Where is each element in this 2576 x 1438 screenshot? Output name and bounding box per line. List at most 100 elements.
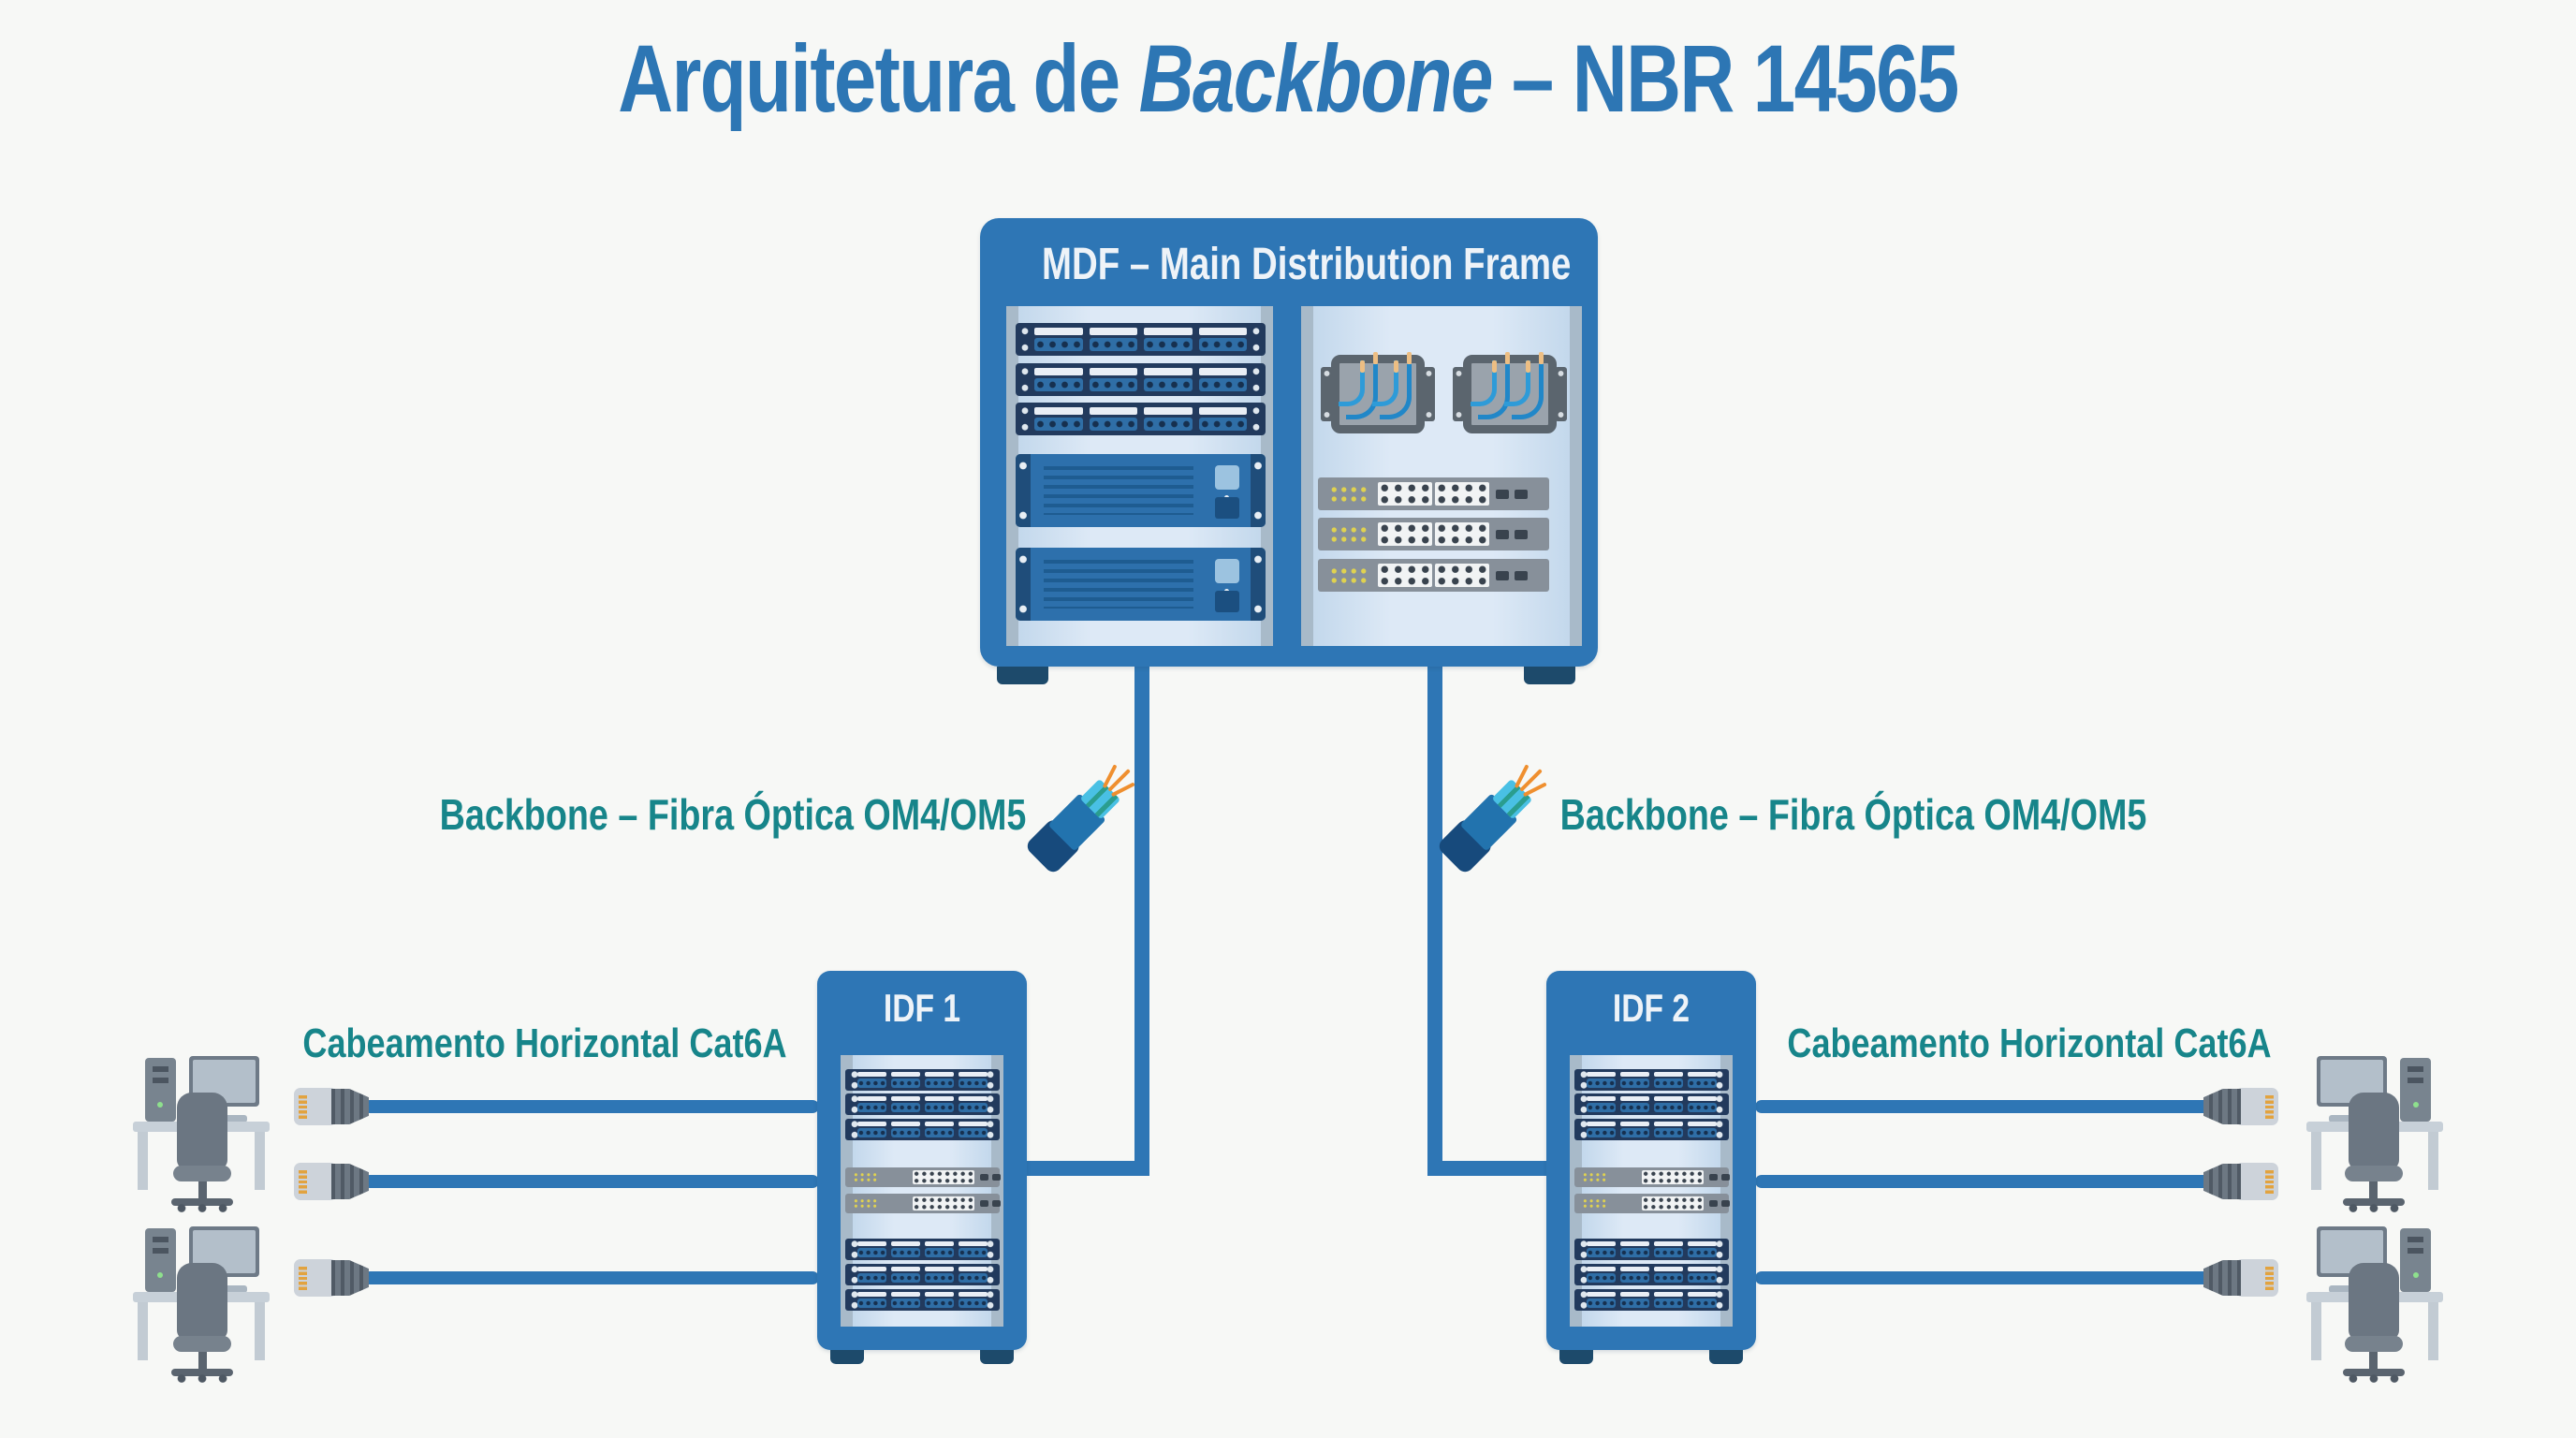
- patch-panel: [1574, 1264, 1729, 1285]
- leds: [853, 1172, 878, 1182]
- i-deco: [1587, 1292, 1616, 1308]
- sfp: [1496, 530, 1509, 539]
- i-deco: [959, 1267, 988, 1283]
- i-deco: [1090, 328, 1138, 351]
- i-deco: [1620, 1122, 1649, 1137]
- chair-base: [171, 1198, 233, 1213]
- backbone-line-left-vertical: [1134, 663, 1149, 1176]
- network-switch: [1574, 1194, 1729, 1213]
- workstation: [2305, 1056, 2445, 1217]
- leds: [1329, 485, 1368, 504]
- i-deco: [1654, 1096, 1683, 1112]
- i-deco: [959, 1096, 988, 1112]
- horizontal-cabling-label-right: Cabeamento Horizontal Cat6A: [1787, 1020, 2272, 1066]
- sfp: [1496, 571, 1509, 580]
- sfp: [980, 1174, 988, 1181]
- i-deco: [1688, 1241, 1717, 1257]
- backbone-line-right-horizontal: [1427, 1161, 1546, 1176]
- workstation: [2305, 1226, 2445, 1387]
- tower: [2400, 1058, 2431, 1122]
- i-deco: [1587, 1122, 1616, 1137]
- i-deco: [857, 1292, 886, 1308]
- idf2-rack-title: IDF 2: [1612, 986, 1690, 1030]
- i-deco: [1090, 407, 1138, 431]
- server-unit: [1016, 454, 1266, 527]
- i-deco: [1654, 1122, 1683, 1137]
- i-deco: [891, 1267, 920, 1283]
- idf1-rack: IDF 1: [817, 971, 1027, 1364]
- ports: [1642, 1196, 1704, 1211]
- i-deco: [891, 1292, 920, 1308]
- leds: [1582, 1172, 1607, 1182]
- mdf-rack-title: MDF – Main Distribution Frame: [1042, 240, 1572, 289]
- plug-boot: [331, 1164, 369, 1199]
- ports: [1642, 1170, 1704, 1184]
- horizontal-cable: [1755, 1100, 2211, 1113]
- leds: [1329, 525, 1368, 544]
- ports: [913, 1196, 974, 1211]
- i-deco: [925, 1241, 954, 1257]
- title-prefix: Arquitetura de: [618, 25, 1139, 132]
- i-deco: [857, 1241, 886, 1257]
- i-deco: [857, 1122, 886, 1137]
- i-deco: [891, 1122, 920, 1137]
- i-deco: [857, 1096, 886, 1112]
- i-deco: [925, 1292, 954, 1308]
- backbone-line-right-vertical: [1427, 663, 1442, 1176]
- plug-body: [2235, 1163, 2278, 1200]
- backbone-label-left: Backbone – Fibra Óptica OM4/OM5: [439, 790, 1027, 839]
- leds: [1582, 1198, 1607, 1209]
- rack-foot: [830, 1350, 864, 1364]
- idf1-bay: [841, 1055, 1003, 1327]
- ports: [1435, 482, 1489, 506]
- rj45-connector-icon: [294, 1163, 369, 1200]
- chair: [2349, 1093, 2399, 1169]
- btn-dark: [1215, 497, 1239, 519]
- ports: [1378, 564, 1432, 587]
- i-deco: [891, 1096, 920, 1112]
- ports: [913, 1170, 974, 1184]
- btn-dark: [1215, 591, 1239, 612]
- horizontal-cable: [1755, 1271, 2211, 1284]
- plug-body: [294, 1259, 337, 1297]
- rj45-connector-icon: [2203, 1088, 2278, 1125]
- patch-panel: [1574, 1289, 1729, 1311]
- i-deco: [1688, 1072, 1717, 1088]
- horizontal-cable: [1755, 1175, 2211, 1188]
- i-deco: [1034, 407, 1083, 431]
- tower: [2400, 1228, 2431, 1292]
- horizontal-cable: [363, 1100, 819, 1113]
- chair-base: [171, 1369, 233, 1384]
- i-deco: [1034, 328, 1083, 351]
- ports: [1435, 522, 1489, 546]
- patch-panel: [1574, 1069, 1729, 1091]
- chair-base: [2343, 1198, 2405, 1206]
- leds: [1329, 566, 1368, 585]
- tower: [145, 1228, 176, 1292]
- server-unit: [1016, 548, 1266, 621]
- plug-boot: [2203, 1260, 2241, 1296]
- i-deco: [925, 1096, 954, 1112]
- i-deco: [1587, 1096, 1616, 1112]
- i-deco: [1688, 1122, 1717, 1137]
- fiber-pair: [1504, 352, 1544, 419]
- patch-panel: [845, 1093, 1000, 1115]
- i-deco: [1620, 1072, 1649, 1088]
- page-title: Arquitetura de Backbone – NBR 14565: [618, 24, 1959, 134]
- backbone-line-left-horizontal: [1027, 1161, 1149, 1176]
- rj45-connector-icon: [2203, 1259, 2278, 1297]
- network-switch: [1318, 518, 1549, 550]
- i-deco: [1199, 407, 1248, 431]
- ports: [1435, 564, 1489, 587]
- network-switch: [845, 1167, 1000, 1187]
- plug-boot: [331, 1260, 369, 1296]
- i-deco: [959, 1241, 988, 1257]
- chair: [173, 1263, 231, 1371]
- fiber-enclosure: [1453, 352, 1567, 433]
- sfp: [1496, 490, 1509, 499]
- sfp: [980, 1200, 988, 1207]
- patch-panel: [1574, 1093, 1729, 1115]
- sfp: [1709, 1174, 1718, 1181]
- vents: [1044, 466, 1193, 515]
